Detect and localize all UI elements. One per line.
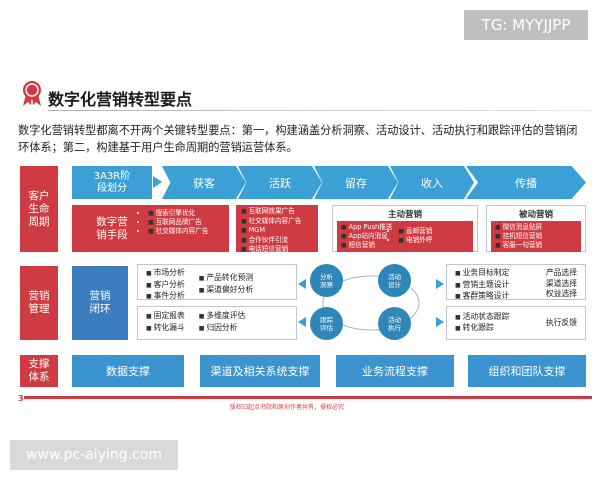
support-organization: 组织和团队支撑 — [468, 355, 586, 387]
means-acquire: 搜索引擎优化 互联网品牌广告 社交媒体内容广告 — [143, 205, 229, 252]
active-marketing-group: 主动营销 App Push推送 App站内消息 短信营销 直邮营销 电销外呼 — [332, 205, 478, 252]
title-divider — [48, 110, 593, 111]
support-channels: 渠道及相关系统支撑 — [200, 355, 320, 387]
evaluation-item: 多维度评估 — [199, 311, 245, 323]
active-marketing-list: App Push推送 App站内消息 短信营销 直邮营销 电销外呼 — [337, 221, 473, 252]
passive-marketing-item: 客服一句营销 — [495, 241, 577, 250]
support-data: 数据支撑 — [72, 355, 184, 387]
design-option: 权益选择 — [545, 289, 577, 298]
execution-item: 转化跟踪 — [455, 323, 509, 335]
design-item: 业务目标制定 — [455, 268, 510, 280]
analysis-top-box: 市场分析 客户分析 事件分析 产品转化预测 渠道偏好分析 — [137, 264, 297, 300]
means-label: 数字营 销手段 — [72, 205, 152, 252]
cycle-execution: 活动 执行 — [378, 307, 411, 340]
analysis-item: 客户分析 — [146, 280, 185, 292]
execution-item: 活动状态跟踪 — [455, 312, 510, 324]
stage-acquire: 获客 — [162, 166, 246, 199]
watermark-top: TG: MYYJJPP — [464, 10, 588, 40]
active-marketing-title: 主动营销 — [387, 210, 422, 220]
ribbon-icon — [20, 80, 44, 106]
means-acquire-item: 社交媒体内容广告 — [148, 227, 224, 236]
loop-label: 营销 闭环 — [72, 266, 128, 340]
active-marketing-item: 短信营销 — [341, 241, 392, 250]
active-marketing-item: 直邮营销 — [398, 227, 432, 236]
design-item: 客群策略设计 — [455, 291, 510, 303]
design-item: 营销主题设计 — [455, 280, 510, 292]
stage-revenue: 收入 — [390, 166, 474, 199]
stage-arrow-icon — [153, 176, 162, 188]
passive-marketing-list: 微信消息贴屏 挂机短信营销 客服一句营销 — [491, 221, 581, 252]
design-box: 业务目标制定 营销主题设计 客群策略设计 产品选择 渠道选择 权益选择 — [446, 264, 586, 300]
page-number: 3 — [18, 394, 24, 403]
means-active-item: 互联网效果广告 — [241, 207, 313, 217]
design-option: 渠道选择 — [545, 278, 577, 288]
means-active-item: 电话短信营销 — [241, 245, 313, 255]
watermark-bottom: www.pc-aiying.com — [10, 440, 178, 470]
stage-active: 活跃 — [238, 166, 322, 199]
evaluation-item: 固定报表 — [146, 311, 185, 323]
means-acquire-item: 搜索引擎优化 — [148, 209, 224, 218]
passive-marketing-group: 被动营销 微信消息贴屏 挂机短信营销 客服一句营销 — [486, 205, 586, 252]
cycle-design: 活动 设计 — [378, 264, 411, 297]
means-acquire-item: 互联网品牌广告 — [148, 218, 224, 227]
means-active-item: MGM — [241, 226, 313, 236]
analysis-item: 产品转化预测 — [199, 273, 253, 285]
analysis-bottom-box: 固定报表 转化漏斗 多维度评估 归因分析 — [137, 306, 297, 340]
footer-divider — [24, 396, 592, 399]
page-title: 数字化营销转型要点 — [48, 90, 193, 109]
stage-retain: 留存 — [314, 166, 398, 199]
active-marketing-item: 电销外呼 — [398, 236, 432, 245]
row-label-marketing: 营销 管理 — [20, 266, 58, 340]
active-marketing-item: App Push推送 — [341, 223, 393, 232]
means-active-item: 合作伙伴引流 — [241, 236, 313, 246]
evaluation-item: 转化漏斗 — [146, 323, 185, 335]
evaluation-item: 归因分析 — [199, 323, 246, 335]
execution-box: 活动状态跟踪 转化跟踪 执行反馈 — [446, 306, 586, 340]
row-label-lifecycle: 客户 生命 周期 — [20, 166, 58, 252]
design-option: 产品选择 — [545, 268, 577, 277]
active-marketing-item: App站内消息 — [341, 232, 392, 241]
passive-marketing-title: 被动营销 — [518, 210, 553, 220]
passive-marketing-item: 微信消息贴屏 — [495, 223, 577, 232]
stage-spread: 传播 — [466, 166, 586, 199]
stage-label: 3A3R阶 段划分 — [72, 166, 152, 199]
means-active-item: 社交媒体内容广告 — [241, 217, 313, 227]
analysis-item: 事件分析 — [146, 291, 185, 303]
analysis-item: 市场分析 — [146, 268, 185, 280]
passive-marketing-item: 挂机短信营销 — [495, 232, 577, 241]
intro-text: 数字化营销转型都离不开两个关键转型要点：第一，构建涵盖分析洞察、活动设计、活动执… — [18, 124, 578, 154]
execution-feedback: 执行反馈 — [545, 317, 577, 327]
row-label-support: 支撑 体系 — [20, 355, 58, 387]
analysis-item: 渠道偏好分析 — [199, 285, 253, 297]
cycle-tracking: 跟踪 评估 — [310, 307, 343, 340]
support-process: 业务流程支撑 — [336, 355, 454, 387]
means-active: 互联网效果广告 社交媒体内容广告 MGM 合作伙伴引流 电话短信营销 — [236, 205, 318, 255]
cycle-connectors — [298, 275, 444, 331]
cycle-analysis: 分析 洞察 — [310, 264, 343, 297]
copyright-note: 版权归起点书院和原创作者共有，侵权必究 — [230, 404, 345, 411]
